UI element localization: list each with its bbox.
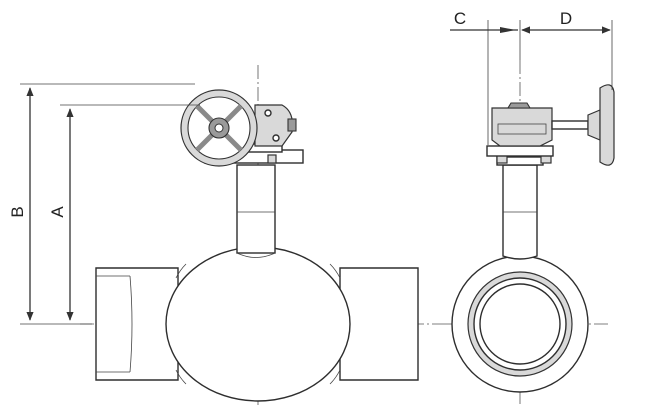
dim-c-label: C [454,9,466,28]
ball-body [165,246,351,402]
flange-bolt [267,154,277,164]
side-wheel-hub [587,109,601,141]
right-pipe [339,267,419,381]
gearbox-indicator [287,118,297,132]
dim-b-label: B [8,206,27,217]
left-pipe-bevel [96,275,133,373]
side-bore [479,283,561,365]
dim-d-label: D [560,9,572,28]
gearbox-screw [264,109,272,117]
side-handwheel [599,84,615,166]
stem [236,164,276,254]
handwheel [180,89,258,167]
side-gearbox-cap [507,102,531,109]
side-gearbox-detail [497,123,547,135]
dim-a-label: A [48,206,67,218]
side-view: C D [440,9,615,405]
front-view: B A [8,65,440,405]
left-pipe [95,267,179,381]
dim-c-arrow [500,27,516,33]
ball-transitions [175,263,341,385]
side-gearbox [491,107,553,147]
stem-base [236,252,276,258]
side-wheel-shaft [551,120,589,130]
gearbox-screw [272,134,280,142]
side-flange [486,145,554,157]
